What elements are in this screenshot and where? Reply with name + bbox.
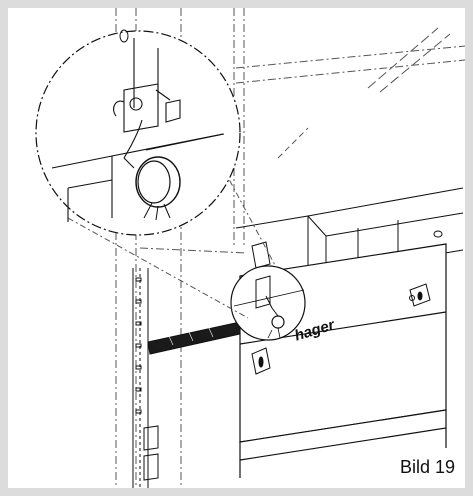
frame-hole-icon <box>119 29 129 43</box>
technical-drawing <box>35 8 465 488</box>
mounting-rail <box>132 268 159 488</box>
insertion-bar <box>147 321 241 355</box>
tab-slot <box>417 291 423 301</box>
figure-panel: hager Bild 19 <box>8 8 465 488</box>
magnified-detail <box>35 30 241 236</box>
detail-focus-circle <box>230 265 306 341</box>
device-housing <box>235 27 464 289</box>
tab-slot <box>258 356 264 368</box>
figure-caption: Bild 19 <box>399 457 455 478</box>
clip-knob-large <box>135 156 181 221</box>
detail-leader-lines <box>67 167 277 319</box>
cover-tabs <box>251 241 431 375</box>
clip-knob-small <box>271 315 285 329</box>
